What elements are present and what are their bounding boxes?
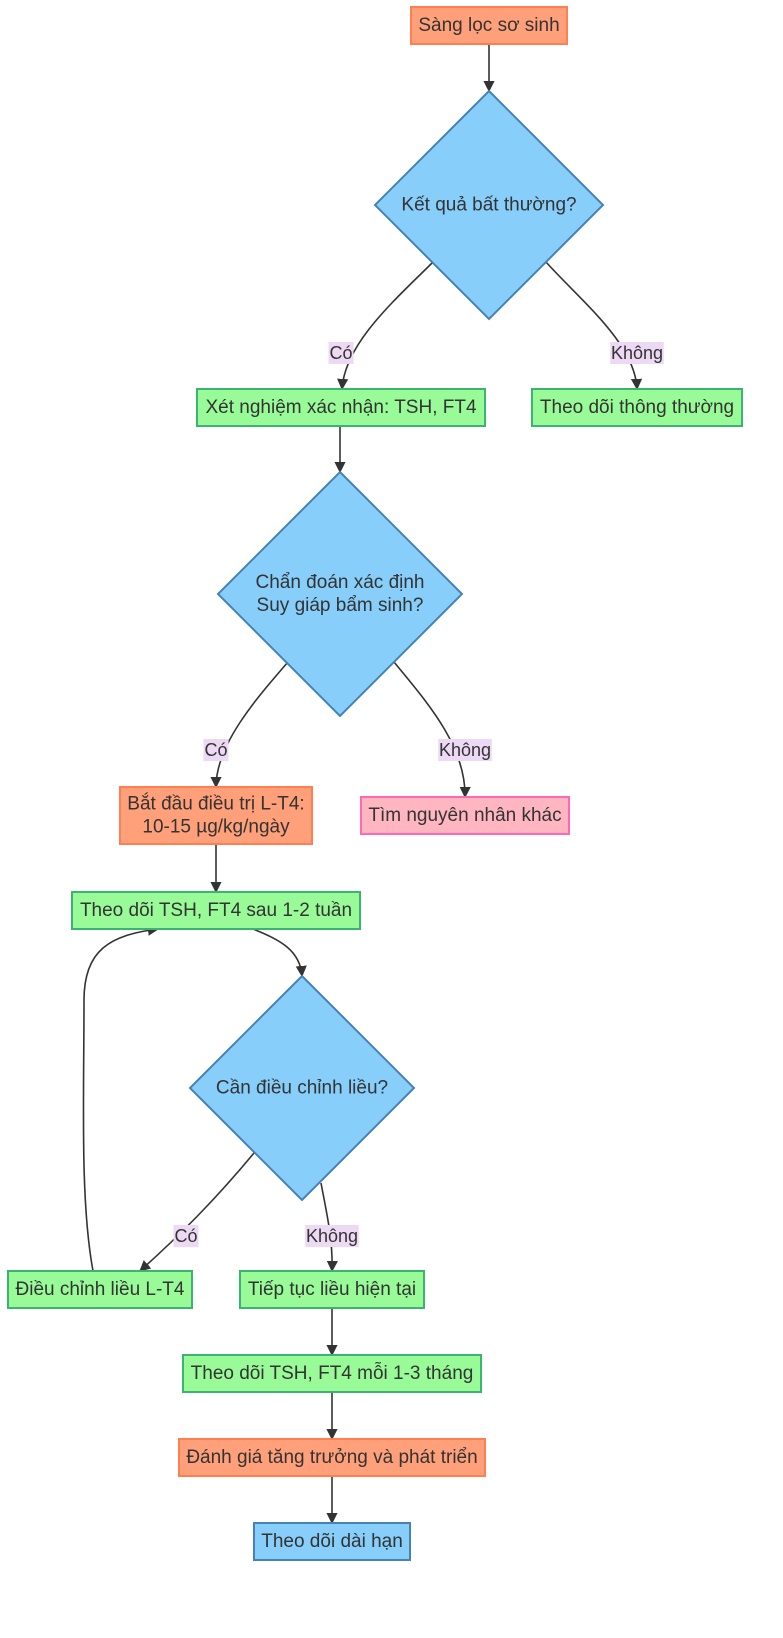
edge-d3-to-n7 xyxy=(139,1152,255,1272)
edge-d2-to-n4 xyxy=(210,661,289,789)
process-box xyxy=(71,891,361,930)
node-n2: Xét nghiệm xác nhận: TSH, FT4 xyxy=(196,388,486,427)
node-label: Tìm nguyên nhân khác xyxy=(368,805,561,826)
node-label: Theo dõi dài hạn xyxy=(261,1531,403,1552)
edge-d2-to-n5 xyxy=(393,661,471,799)
edge-label: Có xyxy=(329,343,352,363)
edge-label-bg xyxy=(203,739,229,761)
node-n11: Theo dõi dài hạn xyxy=(253,1522,411,1561)
node-n6: Theo dõi TSH, FT4 sau 1-2 tuần xyxy=(71,891,361,930)
process-box xyxy=(410,6,568,45)
node-label: Tiếp tục liều hiện tại xyxy=(248,1279,416,1300)
node-n3: Theo dõi thông thường xyxy=(531,388,743,427)
node-n5: Tìm nguyên nhân khác xyxy=(360,796,570,835)
edge-label-group: Không xyxy=(305,1225,359,1247)
process-box xyxy=(239,1270,425,1309)
node-label: Theo dõi TSH, FT4 mỗi 1-3 tháng xyxy=(191,1362,474,1384)
edge-label-group: Có xyxy=(203,739,229,761)
node-n8: Tiếp tục liều hiện tại xyxy=(239,1270,425,1309)
node-label: Đánh giá tăng trưởng và phát triển xyxy=(186,1447,477,1468)
edge-n6-to-d3 xyxy=(252,928,307,978)
process-box xyxy=(182,1354,482,1393)
process-box xyxy=(360,796,570,835)
node-n9: Theo dõi TSH, FT4 mỗi 1-3 tháng xyxy=(182,1354,482,1393)
process-box xyxy=(7,1270,193,1309)
node-n1: Sàng lọc sơ sinh xyxy=(410,6,568,45)
edge-label: Có xyxy=(174,1226,197,1246)
edge-label-bg xyxy=(610,342,664,364)
node-label: Theo dõi thông thường xyxy=(540,397,734,418)
node-label: Theo dõi TSH, FT4 sau 1-2 tuần xyxy=(80,900,352,921)
process-box xyxy=(196,388,486,427)
node-n10: Đánh giá tăng trưởng và phát triển xyxy=(178,1438,486,1477)
node-n7: Điều chỉnh liều L-T4 xyxy=(7,1270,193,1309)
edge-label: Không xyxy=(439,740,491,760)
process-box xyxy=(531,388,743,427)
decision-diamond xyxy=(216,470,464,718)
edge-label-group: Có xyxy=(173,1225,199,1247)
node-d3: Cần điều chỉnh liều? xyxy=(188,974,416,1202)
edge-d1-to-n3 xyxy=(545,261,643,391)
edge-label-bg xyxy=(438,739,492,761)
process-box xyxy=(253,1522,411,1561)
node-label: Sàng lọc sơ sinh xyxy=(418,15,559,36)
edge-label: Không xyxy=(306,1226,358,1246)
edge-label-group: Có xyxy=(328,342,354,364)
edge-label: Không xyxy=(611,343,663,363)
edge-label-bg xyxy=(173,1225,199,1247)
edge-label-group: Không xyxy=(438,739,492,761)
process-box xyxy=(119,786,313,845)
edge-label-bg xyxy=(328,342,354,364)
decision-diamond xyxy=(188,974,416,1202)
node-label: Kết quả bất thường? xyxy=(401,195,576,216)
node-label: Cần điều chỉnh liều? xyxy=(216,1078,388,1099)
node-label: 10-15 µg/kg/ngày xyxy=(142,817,290,838)
edge-label-group: Không xyxy=(610,342,664,364)
node-label: Bắt đầu điều trị L-T4: xyxy=(127,793,304,815)
edge-label-bg xyxy=(305,1225,359,1247)
node-label: Suy giáp bẩm sinh? xyxy=(257,595,424,616)
edge-label: Có xyxy=(204,740,227,760)
node-n4: Bắt đầu điều trị L-T4:10-15 µg/kg/ngày xyxy=(119,786,313,845)
node-label: Chẩn đoán xác định xyxy=(255,572,424,593)
process-box xyxy=(178,1438,486,1477)
node-label: Điều chỉnh liều L-T4 xyxy=(16,1279,185,1300)
node-d1: Kết quả bất thường? xyxy=(373,89,605,321)
edge-n7-to-n6 xyxy=(82,924,160,1272)
decision-diamond xyxy=(373,89,605,321)
node-label: Xét nghiệm xác nhận: TSH, FT4 xyxy=(205,397,476,418)
edge-d1-to-n2 xyxy=(337,261,434,391)
